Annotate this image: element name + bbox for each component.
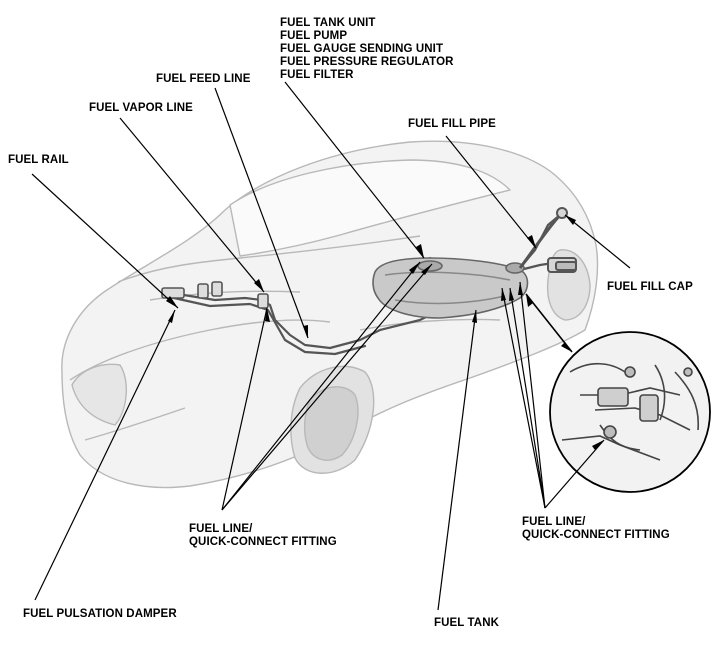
label-fuel-line-left-line2: QUICK-CONNECT FITTING	[189, 536, 337, 548]
label-fuel-pressure-regulator: FUEL PRESSURE REGULATOR	[280, 56, 454, 68]
label-fuel-line-right-line2: QUICK-CONNECT FITTING	[522, 529, 670, 541]
car-silhouette	[61, 140, 599, 489]
label-fuel-fill-cap: FUEL FILL CAP	[607, 281, 693, 293]
label-fuel-tank: FUEL TANK	[434, 617, 499, 629]
label-fuel-line-right-line1: FUEL LINE/	[522, 516, 586, 528]
label-fuel-gauge-sending-unit: FUEL GAUGE SENDING UNIT	[280, 43, 444, 55]
leader-lines	[31, 81, 631, 611]
label-fuel-pump: FUEL PUMP	[280, 30, 348, 42]
arrowheads	[166, 215, 604, 450]
label-fuel-fill-pipe: FUEL FILL PIPE	[408, 118, 496, 130]
label-fuel-line-quick-connect-right: FUEL LINE/ QUICK-CONNECT FITTING	[522, 516, 670, 542]
label-fuel-vapor-line: FUEL VAPOR LINE	[89, 102, 193, 114]
detail-inset	[525, 293, 711, 493]
label-fuel-line-quick-connect-left: FUEL LINE/ QUICK-CONNECT FITTING	[189, 523, 337, 549]
label-fuel-tank-unit: FUEL TANK UNIT	[280, 17, 376, 29]
label-fuel-tank-unit-group: FUEL TANK UNIT FUEL PUMP FUEL GAUGE SEND…	[280, 17, 454, 82]
label-fuel-pulsation-damper: FUEL PULSATION DAMPER	[23, 608, 177, 620]
label-fuel-feed-line: FUEL FEED LINE	[156, 73, 251, 85]
fuel-rail-part	[161, 281, 269, 309]
label-fuel-rail: FUEL RAIL	[8, 154, 69, 166]
label-fuel-line-left-line1: FUEL LINE/	[189, 523, 253, 535]
fill-pipe-part	[518, 207, 577, 273]
label-fuel-filter: FUEL FILTER	[280, 69, 354, 81]
